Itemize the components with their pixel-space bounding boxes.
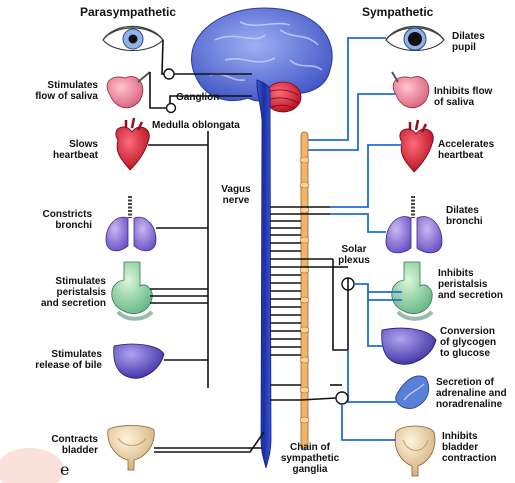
label-accelerates-heartbeat: Accelerates heartbeat	[438, 139, 512, 161]
left-salivary-gland-icon	[107, 72, 150, 108]
label-inhibits-peristalsis: Inhibits peristalsis and secretion	[438, 268, 512, 301]
label-slows-heartbeat: Slows heartbeat	[20, 139, 98, 161]
left-bladder-icon	[108, 426, 154, 471]
spinal-cord	[257, 80, 271, 468]
label-vagus-nerve: Vagus nerve	[214, 184, 258, 206]
right-liver-icon	[382, 328, 436, 364]
label-inhibits-saliva: Inhibits flow of saliva	[434, 86, 510, 108]
left-liver-icon	[114, 344, 164, 378]
label-stimulates-peristalsis: Stimulates peristalsis and secretion	[20, 276, 106, 309]
left-eye-icon	[103, 27, 163, 51]
label-dilates-pupil: Dilates pupil	[452, 31, 512, 53]
label-solar-plexus: Solar plexus	[334, 244, 374, 266]
left-stomach-intestine-icon	[112, 262, 153, 319]
label-contracts-bladder: Contracts bladder	[20, 434, 98, 456]
stray-letter: e	[60, 460, 69, 479]
right-bladder-icon	[395, 426, 435, 476]
right-eye-icon	[386, 27, 444, 51]
right-stomach-intestine-icon	[392, 262, 433, 319]
label-ganglion: Ganglion	[176, 92, 236, 103]
label-glycogen-conversion: Conversion of glycogen to glucose	[440, 326, 512, 359]
label-dilates-bronchi: Dilates bronchi	[446, 205, 506, 227]
label-inhibits-bladder: Inhibits bladder contraction	[442, 431, 512, 464]
parasympathetic-heading: Parasympathetic	[80, 5, 176, 19]
label-release-of-bile: Stimulates release of bile	[20, 349, 102, 371]
left-heart-icon	[116, 118, 150, 170]
right-lungs-icon	[386, 196, 442, 253]
label-adrenaline-secretion: Secretion of adrenaline and noradrenalin…	[436, 377, 514, 410]
label-medulla-oblongata: Medulla oblongata	[152, 120, 258, 131]
label-constricts-bronchi: Constricts bronchi	[20, 209, 92, 231]
right-salivary-gland-icon	[392, 72, 429, 108]
label-stimulates-saliva: Stimulates flow of saliva	[20, 80, 98, 102]
right-adrenal-gland-icon	[396, 376, 429, 408]
sympathetic-heading: Sympathetic	[362, 5, 433, 19]
sympathetic-ganglia-chain	[301, 132, 308, 450]
right-heart-icon	[400, 120, 434, 172]
left-lungs-icon	[106, 196, 156, 251]
label-chain-of-ganglia: Chain of sympathetic ganglia	[272, 442, 348, 475]
